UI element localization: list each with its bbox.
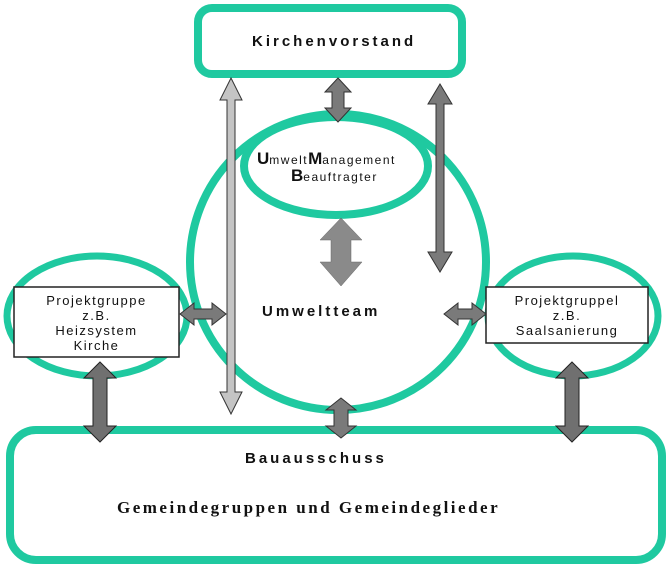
gemeinde-label: Gemeindegruppen und Gemeindeglieder [117,498,501,517]
projekt-right-line: Projektgruppel [514,293,620,308]
uma-letter-m: M [308,149,323,168]
uma-rest-beauftragter: eauftragter [303,170,378,184]
projekt-right-text: Projektgruppel z.B. Saalsanierung [486,293,648,338]
uma-label-line2: Beauftragter [291,166,378,186]
projekt-left-line: Heizsystem [55,323,138,338]
projekt-left-line: Kirche [73,338,120,353]
projekt-right-box [485,286,649,344]
arrow-umweltteam-bauausschuss [324,397,358,439]
projekt-left-text: Projektgruppe z.B. Heizsystem Kirche [14,293,179,353]
projekt-right-line: z.B. [552,308,582,323]
arrow-right-umweltteam [443,301,487,327]
arrow-left-bauausschuss [82,361,118,443]
uma-letter-b: B [291,166,304,185]
uma-label-line1: UmweltManagement [257,149,396,169]
bauausschuss-label: Bauausschuss [245,450,387,467]
projekt-right-line: Saalsanierung [515,323,619,338]
arrow-vorstand-umweltteam [427,83,453,273]
uma-rest-management: anagement [322,153,396,167]
projekt-left-line: Projektgruppe [46,293,147,308]
arrow-right-bauausschuss [554,361,590,443]
arrow-uma-umweltteam [319,217,363,287]
uma-rest-umwelt: mwelt [269,153,309,167]
kirchenvorstand-label: Kirchenvorstand [252,33,417,50]
uma-letter-u: U [257,149,270,168]
projekt-left-box [13,286,180,358]
projekt-left-line: z.B. [82,308,111,323]
arrow-left-umweltteam [179,301,227,327]
arrow-vorstand-uma [323,77,353,123]
arrow-vorstand-bauausschuss-light [219,76,243,416]
umweltteam-label: Umweltteam [262,303,381,320]
kirchenvorstand-shape [194,4,466,78]
